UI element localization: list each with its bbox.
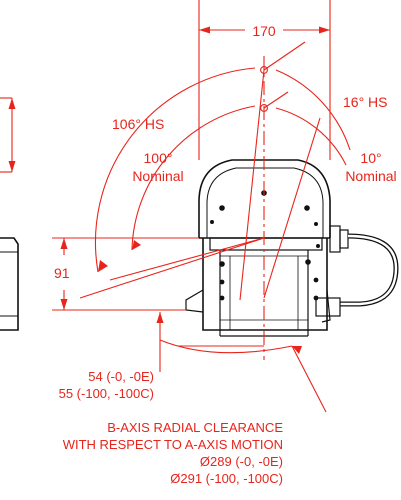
angle-100-value: 100° [144, 150, 173, 166]
width-dimension: 170 [252, 23, 276, 39]
angle-106-hs-label: 106° HS [112, 116, 164, 132]
clearance-note-line-4: Ø291 (-100, -100C) [170, 471, 283, 486]
angle-100-nominal: Nominal [132, 168, 183, 184]
dimension-lines [0, 0, 351, 413]
dimension-labels: 170 106° HS 16° HS 100° Nominal 10° Nomi… [54, 23, 397, 486]
angle-16-hs-label: 16° HS [343, 94, 388, 110]
clearance-note-line-2: WITH RESPECT TO A-AXIS MOTION [63, 437, 283, 452]
height-dimension: 91 [54, 265, 70, 281]
clearance-note-line-1: B-AXIS RADIAL CLEARANCE [107, 420, 283, 435]
offset-dimension-2: 55 (-100, -100C) [59, 386, 154, 401]
angle-10-value: 10° [360, 150, 381, 166]
offset-dimension-1: 54 (-0, -0E) [88, 369, 154, 384]
clearance-note-line-3: Ø289 (-0, -0E) [200, 454, 283, 469]
arrowheads [8, 26, 330, 354]
angle-10-nominal: Nominal [345, 168, 396, 184]
bolt-holes [210, 190, 320, 301]
